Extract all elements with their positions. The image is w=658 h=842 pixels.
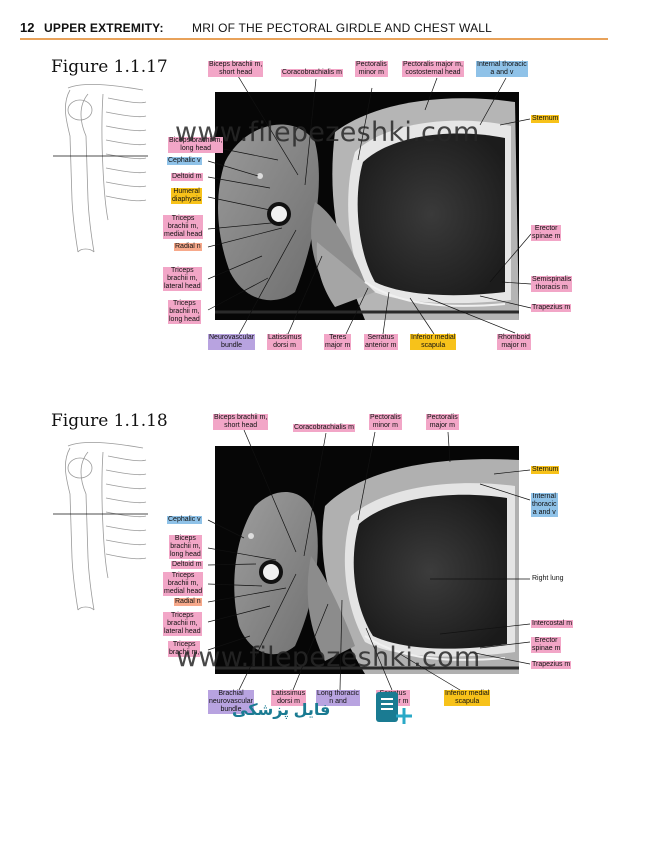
logo-mark-icon — [376, 692, 412, 724]
skeleton-sketch — [53, 83, 148, 253]
label-radial-nerve: Radial n — [174, 598, 202, 606]
label-cephalic-vein: Cephalic v — [167, 516, 202, 524]
site-logo: فایل پزشکی — [222, 688, 422, 732]
watermark: www.filepezeshki.com — [176, 642, 481, 673]
label-biceps-short-head: Biceps brachii m,short head — [213, 414, 269, 430]
label-right-lung: Right lung — [532, 575, 564, 582]
label-sternum: Sternum — [531, 115, 560, 123]
section-title: UPPER EXTREMITY: — [44, 21, 164, 35]
label-deltoid: Deltoid m — [171, 561, 203, 569]
logo-text: فایل پزشکی — [232, 702, 331, 719]
label-biceps-long-head: Biceps brachii m,long head — [168, 137, 224, 153]
label-biceps-short-head: Biceps brachii m,short head — [208, 61, 264, 77]
label-cephalic-vein: Cephalic v — [167, 157, 202, 165]
page-header: 12 UPPER EXTREMITY: MRI OF THE PECTORAL … — [20, 20, 608, 40]
label-coracobrachialis: Coracobrachialis m — [281, 69, 343, 77]
section-subtitle: MRI OF THE PECTORAL GIRDLE AND CHEST WAL… — [192, 21, 493, 35]
label-trapezius: Trapezius m — [531, 661, 572, 669]
mri-image — [215, 446, 519, 674]
label-intercostal: Intercostal m — [531, 620, 574, 628]
label-deltoid: Deltoid m — [171, 173, 203, 181]
header-rule — [20, 38, 608, 40]
figure-title: Figure 1.1.17 — [51, 57, 168, 77]
label-sternum: Sternum — [531, 466, 560, 474]
label-pectoralis-major: Pectoralis major m,costosternal head — [402, 61, 464, 77]
watermark: www.filepezeshki.com — [175, 117, 480, 148]
label-radial-nerve: Radial n — [174, 243, 202, 251]
label-coracobrachialis: Coracobrachialis m — [293, 424, 355, 432]
page-number: 12 — [20, 20, 35, 35]
skeleton-sketch — [53, 441, 148, 611]
label-trapezius: Trapezius m — [531, 304, 572, 312]
figure-title: Figure 1.1.18 — [51, 411, 168, 431]
